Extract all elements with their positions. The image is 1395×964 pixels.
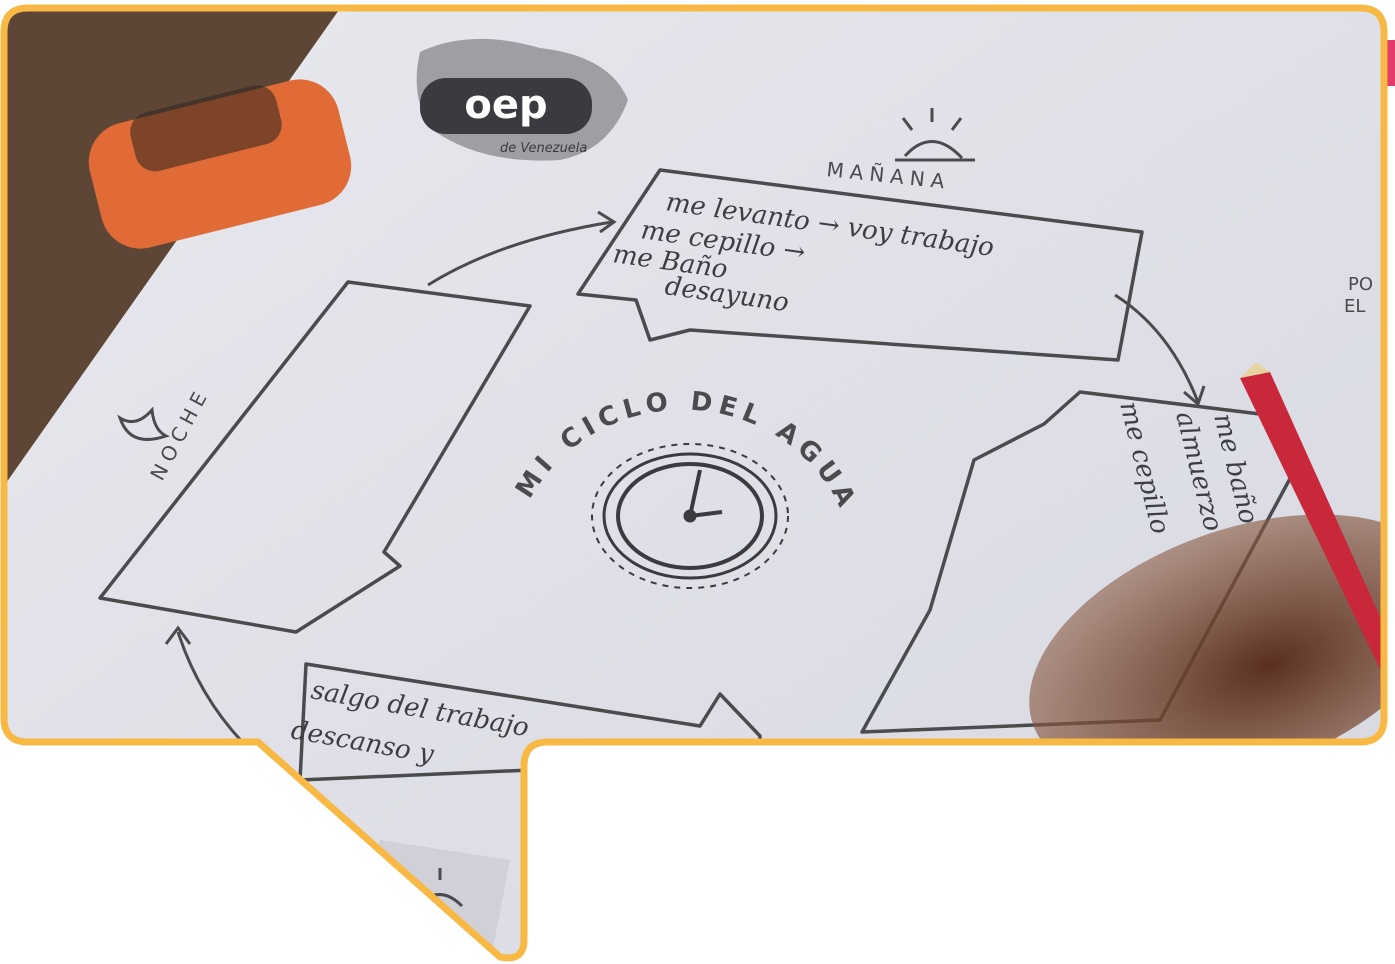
logo-subtitle: de Venezuela [500,141,587,156]
logo-text: oep [464,82,547,128]
side-text-2: EL [1344,296,1365,317]
side-text-1: PO [1348,274,1373,295]
